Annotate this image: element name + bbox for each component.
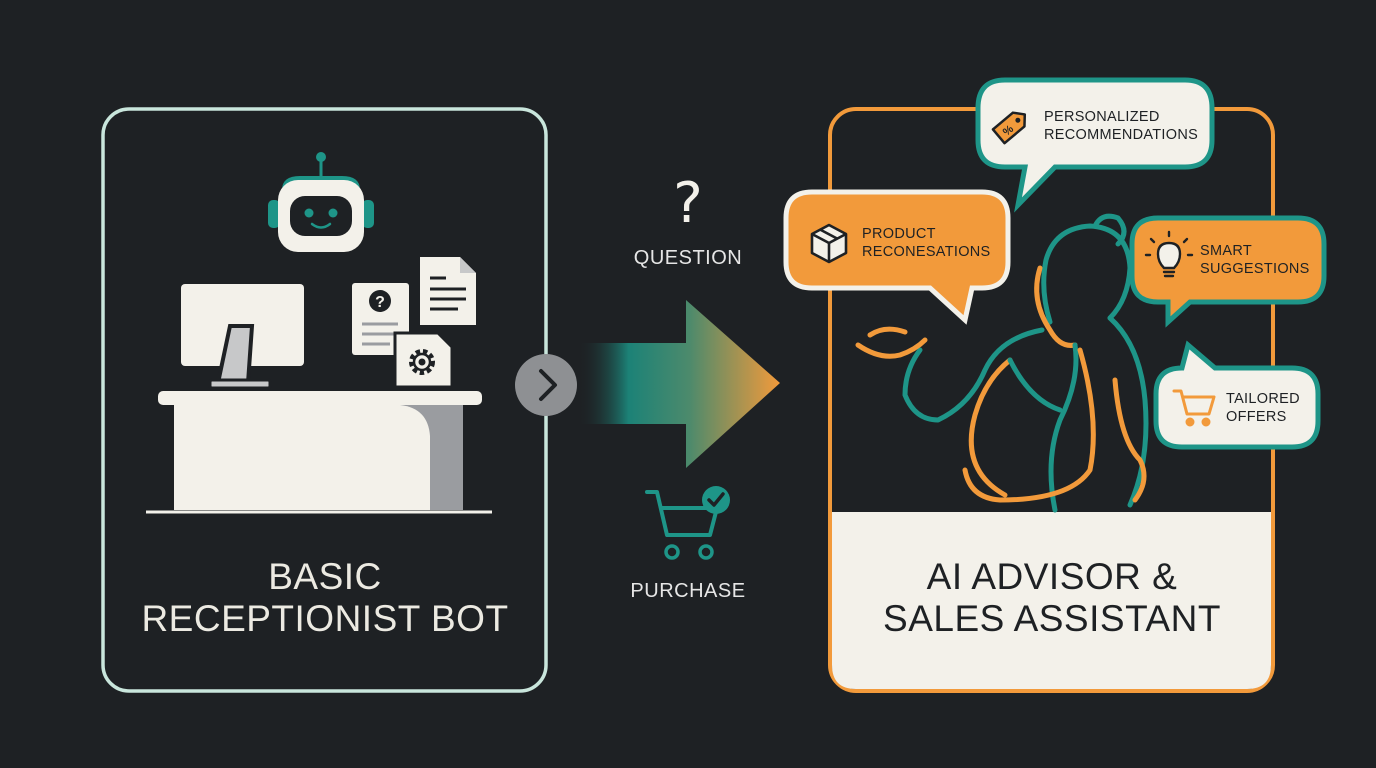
right-title-line-1: AI ADVISOR & — [926, 556, 1178, 597]
right-panel-title: AI ADVISOR & SALES ASSISTANT — [832, 556, 1272, 640]
chevron-right-icon — [515, 354, 577, 416]
box-icon — [810, 223, 848, 264]
question-label: QUESTION — [633, 247, 743, 269]
reception-desk-icon — [146, 391, 492, 514]
bubble-product-line-2: RECONESATIONS — [862, 244, 991, 260]
left-title-line-1: BASIC — [268, 556, 382, 597]
question-mark-icon: ? — [673, 171, 703, 236]
bubble-personalized-line-1: PERSONALIZED — [1044, 109, 1160, 125]
left-title-line-2: RECEPTIONIST BOT — [141, 598, 509, 639]
left-panel-title: BASIC RECEPTIONIST BOT — [104, 556, 546, 640]
bubble-tailored — [1153, 340, 1321, 450]
woman-line-art — [855, 213, 1149, 513]
bubble-smart-line-1: SMART — [1200, 243, 1252, 259]
purchase-label: PURCHASE — [630, 580, 746, 602]
bubble-smart — [1129, 215, 1327, 328]
bubble-tailored-line-1: TAILORED — [1226, 391, 1300, 407]
lightbulb-icon — [1144, 230, 1194, 278]
bubble-tailored-line-2: OFFERS — [1226, 409, 1287, 425]
text-doc-icon — [420, 257, 476, 325]
bubble-smart-line-2: SUGGESTIONS — [1200, 261, 1310, 277]
bubble-personalized — [975, 77, 1215, 213]
bubble-tailored-text: TAILORED OFFERS — [1226, 390, 1300, 426]
monitor-icon — [181, 284, 304, 390]
gear-doc-icon — [393, 331, 454, 389]
price-tag-icon: % — [991, 111, 1027, 145]
bubble-product — [783, 189, 1011, 325]
bubble-product-line-1: PRODUCT — [862, 226, 936, 242]
cart-check-icon — [645, 486, 730, 560]
cart-icon — [1172, 389, 1216, 427]
right-title-line-2: SALES ASSISTANT — [883, 598, 1221, 639]
bubble-product-text: PRODUCT RECONESATIONS — [862, 225, 991, 261]
bubble-smart-text: SMART SUGGESTIONS — [1200, 242, 1310, 278]
svg-text:?: ? — [375, 294, 385, 311]
bubble-personalized-line-2: RECOMMENDATIONS — [1044, 127, 1199, 143]
robot-icon — [268, 152, 374, 252]
bubble-personalized-text: PERSONALIZED RECOMMENDATIONS — [1044, 108, 1198, 144]
transition-arrow — [578, 300, 780, 468]
